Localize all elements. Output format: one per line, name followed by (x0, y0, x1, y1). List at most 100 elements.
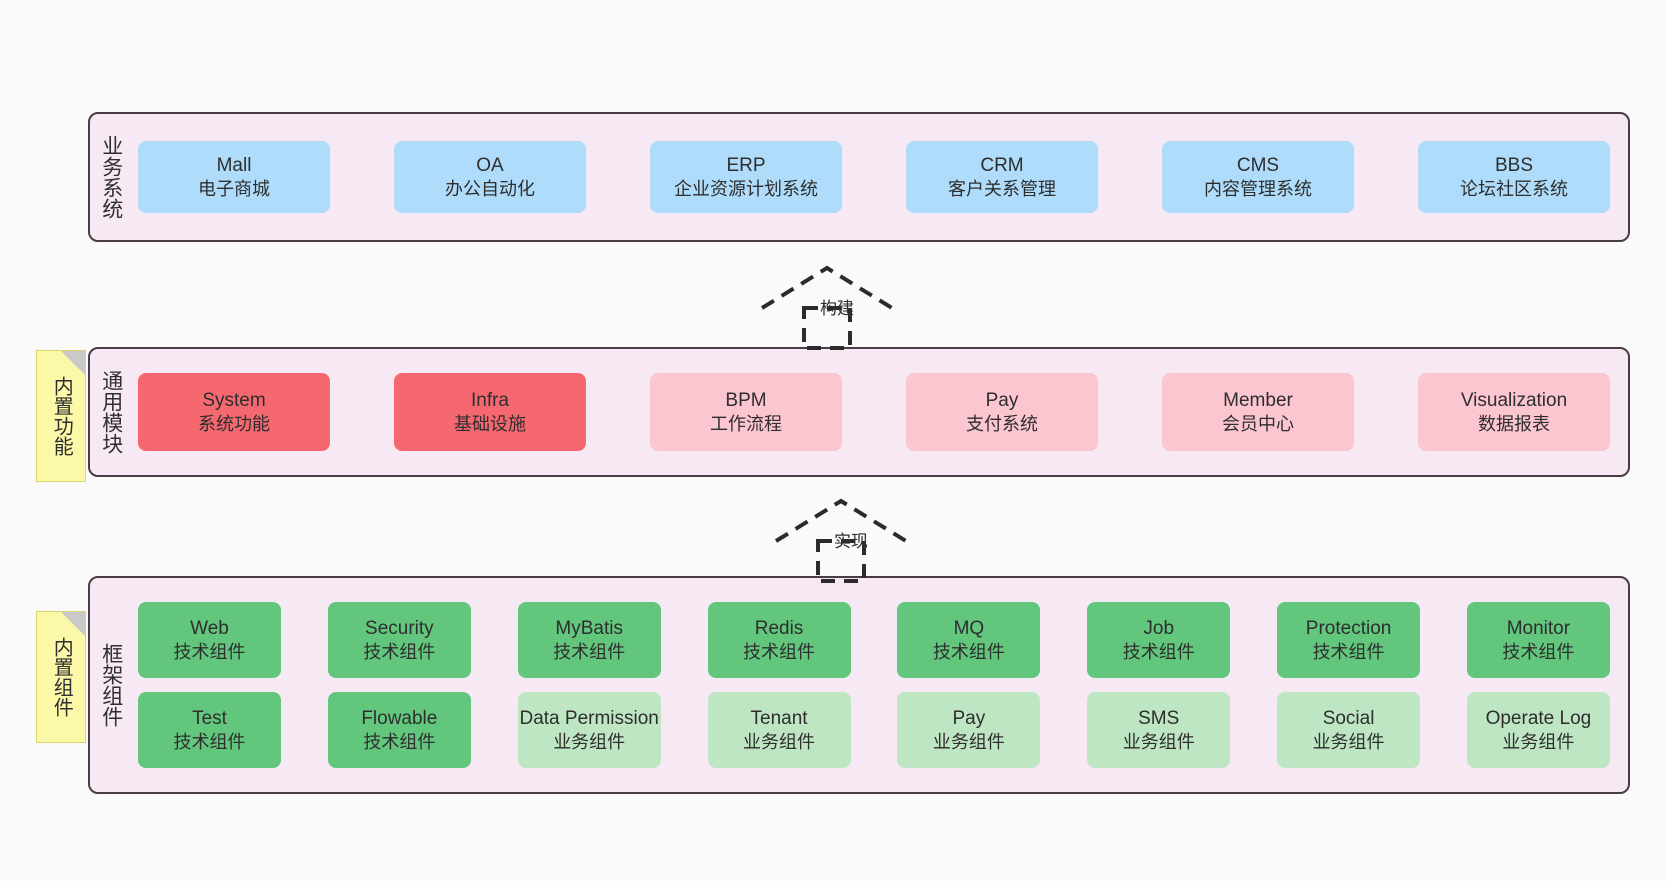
generalization-arrow-icon (774, 498, 908, 583)
layer-framework-components: 框架组件 Web 技术组件 Security 技术组件 MyBatis 技术组件… (88, 576, 1630, 794)
node-title: SMS (1138, 707, 1180, 729)
layer-body-framework-components: Web 技术组件 Security 技术组件 MyBatis 技术组件 Redi… (132, 578, 1628, 792)
node-title: Pay (952, 707, 986, 729)
note-builtin-components: 内置组件 (36, 611, 86, 743)
node-row: Test 技术组件 Flowable 技术组件 Data Permission … (138, 692, 1610, 768)
node-subtitle: 办公自动化 (445, 178, 535, 199)
node-title: Tenant (750, 707, 808, 729)
node-subtitle: 论坛社区系统 (1460, 178, 1568, 199)
node-title: Data Permission (519, 707, 659, 729)
node-subtitle: 支付系统 (966, 413, 1038, 434)
node-redis[interactable]: Redis 技术组件 (707, 602, 851, 678)
node-title: Web (190, 617, 229, 639)
node-subtitle: 技术组件 (932, 641, 1005, 662)
connector-implement: 实现 (766, 491, 946, 583)
node-tenant[interactable]: Tenant 业务组件 (707, 692, 851, 768)
node-subtitle: 工作流程 (710, 413, 782, 434)
node-subtitle: 技术组件 (553, 641, 626, 662)
node-member[interactable]: Member 会员中心 (1162, 373, 1354, 451)
node-subtitle: 业务组件 (932, 731, 1005, 752)
node-bpm[interactable]: BPM 工作流程 (650, 373, 842, 451)
node-title: Infra (470, 389, 510, 411)
node-pay-business[interactable]: Pay 业务组件 (897, 692, 1041, 768)
node-subtitle: 数据报表 (1478, 413, 1550, 434)
node-pay[interactable]: Pay 支付系统 (906, 373, 1098, 451)
layer-business-systems: 业务系统 Mall 电子商城 OA 办公自动化 ERP 企业资源计划系统 CRM… (88, 112, 1630, 242)
node-crm[interactable]: CRM 客户关系管理 (906, 141, 1098, 213)
node-title: Member (1223, 389, 1293, 411)
node-title: CMS (1236, 154, 1280, 176)
node-mybatis[interactable]: MyBatis 技术组件 (517, 602, 661, 678)
node-sms[interactable]: SMS 业务组件 (1087, 692, 1231, 768)
node-subtitle: 技术组件 (1122, 641, 1195, 662)
node-subtitle: 企业资源计划系统 (674, 178, 818, 199)
note-label: 内置功能 (50, 376, 73, 456)
node-flowable[interactable]: Flowable 技术组件 (327, 692, 471, 768)
node-infra[interactable]: Infra 基础设施 (394, 373, 586, 451)
connector-build: 构建 (752, 258, 932, 350)
node-system[interactable]: System 系统功能 (138, 373, 330, 451)
node-mall[interactable]: Mall 电子商城 (138, 141, 330, 213)
node-cms[interactable]: CMS 内容管理系统 (1162, 141, 1354, 213)
node-title: System (202, 389, 266, 411)
node-title: Flowable (361, 707, 438, 729)
node-security[interactable]: Security 技术组件 (327, 602, 471, 678)
node-subtitle: 业务组件 (1502, 731, 1575, 752)
node-visualization[interactable]: Visualization 数据报表 (1418, 373, 1610, 451)
node-data-permission[interactable]: Data Permission 业务组件 (517, 692, 661, 768)
layer-body-business-systems: Mall 电子商城 OA 办公自动化 ERP 企业资源计划系统 CRM 客户关系… (132, 114, 1628, 240)
node-subtitle: 系统功能 (198, 413, 270, 434)
node-title: BBS (1494, 154, 1534, 176)
node-subtitle: 业务组件 (1122, 731, 1195, 752)
node-subtitle: 技术组件 (363, 731, 436, 752)
layer-title-business-systems: 业务系统 (99, 135, 123, 219)
node-subtitle: 技术组件 (743, 641, 816, 662)
node-title: Mall (216, 154, 252, 176)
connector-implement-label: 实现 (834, 532, 868, 551)
node-subtitle: 技术组件 (173, 731, 246, 752)
node-monitor[interactable]: Monitor 技术组件 (1466, 602, 1610, 678)
node-title: BPM (725, 389, 767, 411)
node-subtitle: 会员中心 (1222, 413, 1294, 434)
node-subtitle: 技术组件 (173, 641, 246, 662)
node-title: Job (1143, 617, 1175, 639)
node-title: Protection (1305, 617, 1392, 639)
node-protection[interactable]: Protection 技术组件 (1277, 602, 1421, 678)
node-title: MyBatis (555, 617, 623, 639)
node-title: Pay (985, 389, 1019, 411)
node-title: Visualization (1460, 389, 1568, 411)
node-row: Mall 电子商城 OA 办公自动化 ERP 企业资源计划系统 CRM 客户关系… (138, 141, 1610, 213)
node-bbs[interactable]: BBS 论坛社区系统 (1418, 141, 1610, 213)
layer-title-common-modules: 通用模块 (99, 370, 123, 454)
note-fold-corner (61, 351, 85, 375)
node-row: Web 技术组件 Security 技术组件 MyBatis 技术组件 Redi… (138, 602, 1610, 678)
node-subtitle: 技术组件 (363, 641, 436, 662)
node-title: MQ (953, 617, 985, 639)
node-test[interactable]: Test 技术组件 (138, 692, 281, 768)
node-subtitle: 业务组件 (743, 731, 816, 752)
note-fold-corner (61, 612, 85, 636)
node-mq[interactable]: MQ 技术组件 (897, 602, 1041, 678)
node-row: System 系统功能 Infra 基础设施 BPM 工作流程 Pay 支付系统… (138, 373, 1610, 451)
node-subtitle: 业务组件 (1312, 731, 1385, 752)
node-title: ERP (726, 154, 766, 176)
node-erp[interactable]: ERP 企业资源计划系统 (650, 141, 842, 213)
node-title: Social (1322, 707, 1375, 729)
node-social[interactable]: Social 业务组件 (1277, 692, 1421, 768)
node-oa[interactable]: OA 办公自动化 (394, 141, 586, 213)
node-job[interactable]: Job 技术组件 (1087, 602, 1231, 678)
node-subtitle: 技术组件 (1502, 641, 1575, 662)
node-title: OA (476, 154, 504, 176)
node-web[interactable]: Web 技术组件 (138, 602, 281, 678)
node-title: Security (365, 617, 434, 639)
node-subtitle: 基础设施 (454, 413, 526, 434)
layer-common-modules: 通用模块 System 系统功能 Infra 基础设施 BPM 工作流程 Pay… (88, 347, 1630, 477)
note-label: 内置组件 (50, 637, 73, 717)
node-operate-log[interactable]: Operate Log 业务组件 (1466, 692, 1610, 768)
layer-body-common-modules: System 系统功能 Infra 基础设施 BPM 工作流程 Pay 支付系统… (132, 349, 1628, 475)
node-subtitle: 电子商城 (198, 178, 270, 199)
generalization-arrow-icon (760, 265, 894, 350)
node-title: Monitor (1506, 617, 1571, 639)
node-title: Redis (754, 617, 804, 639)
